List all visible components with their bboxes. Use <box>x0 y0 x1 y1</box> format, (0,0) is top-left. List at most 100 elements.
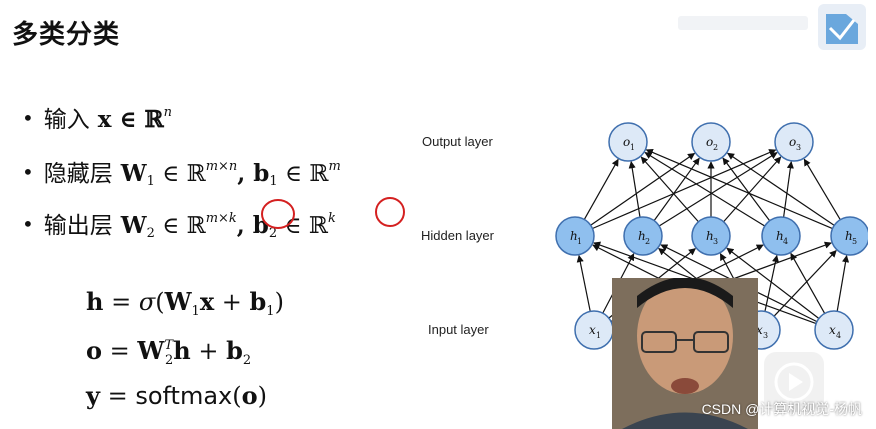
network-edge <box>803 158 841 220</box>
slide-title: 多类分类 <box>12 20 121 50</box>
network-edge <box>836 255 850 312</box>
node-label: o <box>623 135 630 149</box>
presenter-video-icon <box>612 278 758 429</box>
node-label: h <box>776 229 784 243</box>
eq-sub: 2 <box>165 353 174 368</box>
node-subscript: 4 <box>783 237 788 246</box>
red-annotation-icon <box>261 197 405 229</box>
network-edge <box>764 254 780 312</box>
eq-weight: W <box>164 287 192 316</box>
eq-lhs: o <box>86 336 103 365</box>
node-subscript: 3 <box>713 237 718 246</box>
network-edge <box>592 149 777 230</box>
equation-hidden: h = σ(W1x + b1) <box>86 287 284 319</box>
equation-output: o = WT2h + b2 <box>86 336 251 368</box>
play-icon <box>774 362 814 402</box>
eq-paren: ) <box>274 288 284 316</box>
bullet-label: 输出层 <box>43 213 113 239</box>
bias-symbol: , b <box>237 160 270 187</box>
bullet-dot: • <box>22 160 34 184</box>
eq-x: x <box>199 287 215 316</box>
eq-paren: ( <box>155 288 165 316</box>
bias-sub: 2 <box>268 226 278 241</box>
network-edge <box>628 161 641 218</box>
node-label: o <box>706 135 713 149</box>
bullet-dot: • <box>22 106 34 130</box>
node-label: h <box>570 229 578 243</box>
node-subscript: 4 <box>836 331 841 340</box>
network-edge <box>722 157 771 222</box>
element-of: ∈ ℝ <box>154 161 206 187</box>
element-of: ∈ ℝ <box>277 161 329 187</box>
network-edge <box>590 152 696 226</box>
node-label: x <box>829 323 836 337</box>
eq-bias: b <box>226 336 243 365</box>
network-edge <box>645 149 833 230</box>
node-subscript: 3 <box>796 143 801 152</box>
eq-sub: 1 <box>191 304 200 319</box>
eq-h: h <box>173 336 191 365</box>
network-edge <box>658 152 778 227</box>
node-subscript: 1 <box>630 143 635 152</box>
eq-o: o <box>241 381 258 410</box>
network-edge <box>726 152 835 226</box>
play-button[interactable] <box>764 352 824 412</box>
node-subscript: 1 <box>596 331 601 340</box>
bullet-math: x ∈ ℝ <box>97 106 164 133</box>
node-subscript: 5 <box>852 237 857 246</box>
input-layer-label: Input layer <box>428 322 489 337</box>
eq-equals: = <box>103 288 139 316</box>
hidden-layer-label: Hidden layer <box>421 228 494 243</box>
bias-symbol: , b <box>236 212 269 239</box>
element-of: ∈ ℝ <box>277 213 328 239</box>
node-subscript: 1 <box>577 237 582 246</box>
eq-paren: ( <box>232 382 242 410</box>
eq-plus: + <box>214 288 250 316</box>
network-edge <box>644 151 766 227</box>
eq-sigma: σ <box>138 288 156 316</box>
bullet-sup: n <box>163 105 173 120</box>
node-label: h <box>706 229 714 243</box>
network-edge <box>576 254 591 312</box>
node-label: x <box>756 323 763 337</box>
weight-symbol: W <box>120 160 147 187</box>
eq-bias: b <box>249 287 267 316</box>
csdn-watermark: CSDN @计算机视觉-杨帆 <box>701 401 862 417</box>
eq-sup: T <box>164 338 174 353</box>
node-label: x <box>589 323 596 337</box>
dim-sup: m <box>328 159 341 174</box>
network-edge <box>790 252 826 314</box>
node-label: o <box>789 135 796 149</box>
bullet-label: 隐藏层 <box>43 161 113 187</box>
node-subscript: 2 <box>713 143 718 152</box>
eq-lhs: h <box>86 287 104 316</box>
network-edge <box>726 247 820 319</box>
dim-sup: m×k <box>205 211 237 226</box>
node-subscript: 2 <box>645 237 650 246</box>
bullet-dot: • <box>22 212 34 236</box>
bias-sub: 1 <box>269 174 278 189</box>
eq-sub: 2 <box>242 353 252 368</box>
watermark-top-icon <box>678 4 866 50</box>
eq-lhs: y <box>86 381 100 410</box>
eq-equals: = <box>99 382 136 410</box>
eq-paren: ) <box>257 382 268 410</box>
equation-softmax: y = softmax(o) <box>86 381 267 410</box>
eq-softmax: softmax <box>135 382 233 410</box>
dim-sup: k <box>327 211 336 226</box>
